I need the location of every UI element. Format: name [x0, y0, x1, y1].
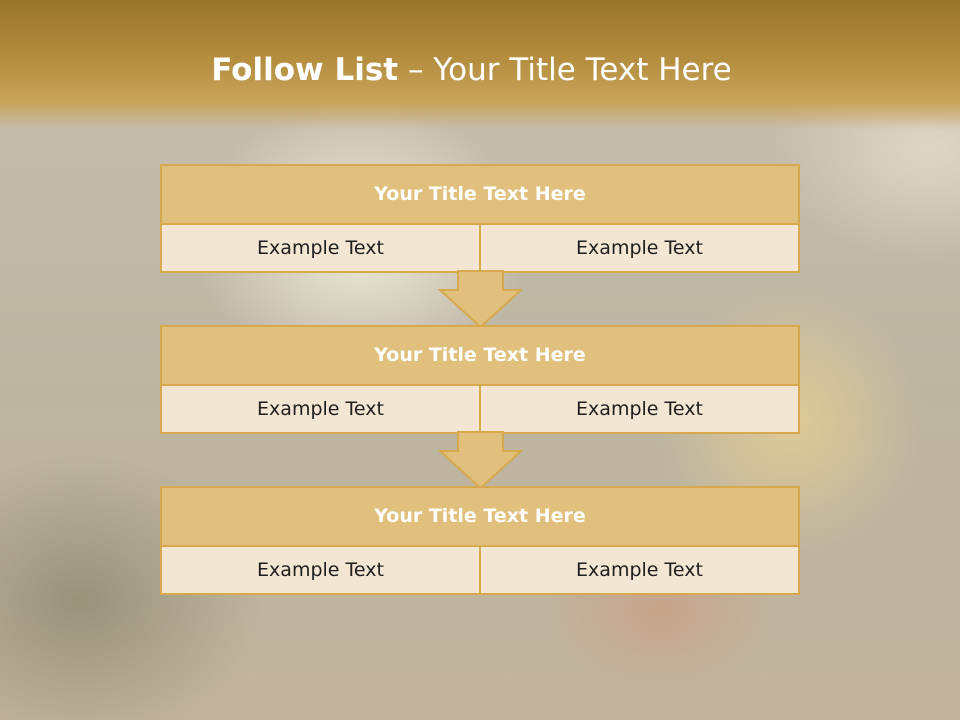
block-cell-right: Example Text	[479, 225, 798, 271]
list-block-2: Your Title Text Here Example Text Exampl…	[160, 325, 800, 434]
block-cell-right: Example Text	[479, 547, 798, 593]
block-row: Example Text Example Text	[162, 225, 798, 271]
down-arrow-icon	[438, 270, 523, 328]
block-title: Your Title Text Here	[162, 327, 798, 386]
down-arrow-icon	[438, 431, 523, 489]
title-bar	[0, 0, 960, 130]
slide-title-rest: – Your Title Text Here	[407, 52, 732, 88]
block-row: Example Text Example Text	[162, 547, 798, 593]
block-cell-left: Example Text	[162, 547, 479, 593]
block-cell-left: Example Text	[162, 225, 479, 271]
block-cell-left: Example Text	[162, 386, 479, 432]
list-block-3: Your Title Text Here Example Text Exampl…	[160, 486, 800, 595]
list-block-1: Your Title Text Here Example Text Exampl…	[160, 164, 800, 273]
slide-title-bold: Follow List	[211, 52, 399, 88]
block-title: Your Title Text Here	[162, 488, 798, 547]
block-cell-right: Example Text	[479, 386, 798, 432]
slide-title: Follow List – Your Title Text Here	[0, 52, 943, 88]
block-row: Example Text Example Text	[162, 386, 798, 432]
block-title: Your Title Text Here	[162, 166, 798, 225]
